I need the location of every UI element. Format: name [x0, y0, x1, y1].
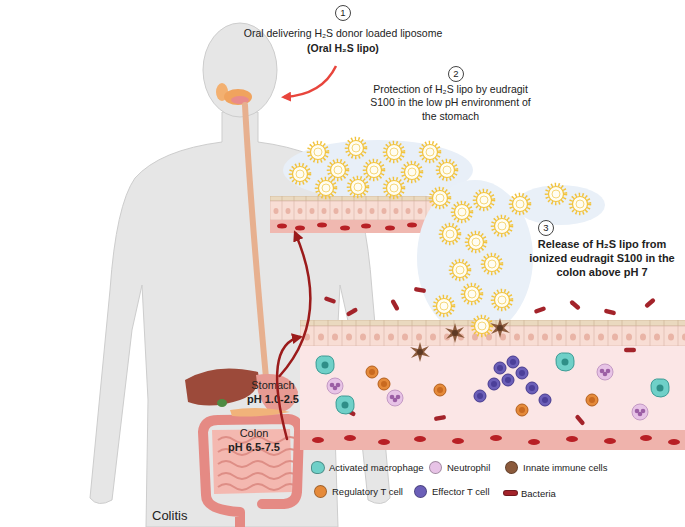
large-intestine — [203, 419, 299, 527]
mouth — [224, 89, 252, 105]
legend-text: Regulatory T cell — [332, 485, 403, 498]
inset-panel: 3Release of H₂S lipo from ionized eudrag… — [300, 220, 685, 454]
legend-text: Neutrophil — [447, 461, 490, 474]
callout-text: (Oral H₂S lipo) — [228, 42, 458, 55]
callout-text: Oral delivering H₂S donor loaded liposom… — [228, 27, 458, 40]
inset-panel: 2Protection of H₂S lipo by eudragit S100… — [268, 66, 540, 233]
legend-text: Bacteria — [521, 487, 556, 500]
red-blood-cells — [312, 435, 680, 445]
legend-swatch — [414, 485, 427, 498]
mucus-cloud — [283, 140, 473, 200]
bacteria — [324, 287, 656, 426]
connector-arrow — [280, 233, 311, 376]
immune-cells — [316, 318, 669, 420]
callout-number: 1 — [335, 5, 351, 21]
callout-number: 2 — [448, 66, 464, 82]
callout-text: Protection of H₂S lipo by eudragit S100 … — [363, 83, 538, 123]
body-silhouette — [90, 23, 390, 527]
callout-number: 3 — [538, 220, 554, 236]
legend-text: Innate immune cells — [523, 461, 607, 474]
callout-group: 1Oral delivering H₂S donor loaded liposo… — [228, 3, 458, 61]
mucus-cloud — [417, 180, 533, 336]
legend-swatch — [429, 461, 442, 474]
region-label: Colitis — [152, 508, 187, 525]
legend-swatch — [503, 490, 518, 496]
legend-swatch — [311, 461, 325, 474]
delivery-arrow — [284, 66, 336, 97]
intestine-loops — [218, 437, 298, 490]
pancreas — [230, 408, 290, 417]
legend-text: Effector T cell — [432, 485, 490, 498]
connector-arrow — [277, 337, 300, 439]
callout-text: Release of H₂S lipo from ionized eudragi… — [522, 237, 682, 279]
lamina-propria — [300, 346, 685, 430]
legend-swatch — [505, 461, 518, 474]
ph-value: pH 6.5-7.5 — [221, 440, 287, 454]
digestive-organs — [185, 83, 299, 527]
legend-swatch — [314, 485, 327, 498]
legend-text: Activated macrophage — [329, 461, 424, 474]
ph-value: pH 1.0-2.5 — [240, 392, 306, 406]
colon-inset — [300, 180, 685, 450]
gallbladder — [217, 399, 227, 407]
esophagus — [245, 105, 266, 378]
organ-name: Colon — [221, 426, 287, 440]
colon-blood-vessel — [300, 430, 685, 450]
organ-label: ColonpH 6.5-7.5 — [221, 424, 287, 454]
organ-name: Stomach — [240, 378, 306, 392]
liposomes — [291, 139, 457, 198]
organ-label: StomachpH 1.0-2.5 — [240, 376, 306, 406]
